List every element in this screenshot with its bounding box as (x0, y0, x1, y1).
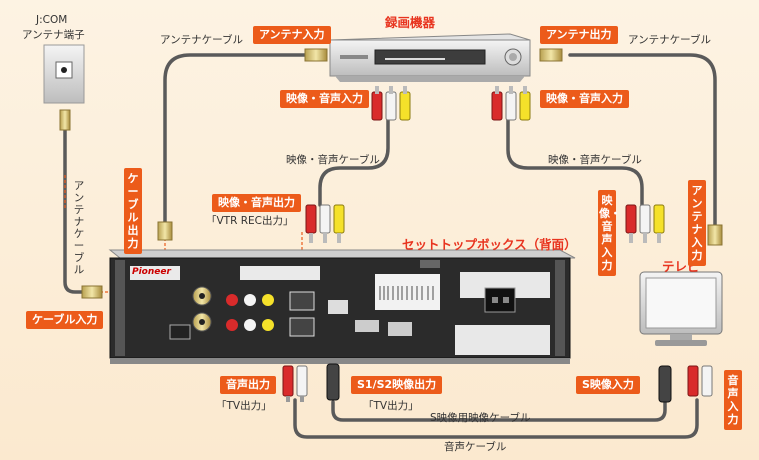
rca-plugs-stb (305, 204, 345, 243)
s-video-out-label: S1/S2映像出力 (351, 376, 443, 394)
cable-out-label: ケーブル出力 (124, 168, 142, 254)
s-video-in-label: S映像入力 (576, 376, 640, 394)
wall-terminal (43, 44, 85, 131)
jcom-label-line2: アンテナ端子 (22, 29, 85, 41)
recorder-illustration (304, 33, 563, 82)
tv-out-mid-label: 「TV出力」 (363, 400, 419, 412)
stb-title: セットトップボックス（背面） (402, 237, 577, 252)
stb-illustration (108, 249, 576, 364)
tv-illustration (639, 271, 723, 346)
rca-plugs-recorder-left (371, 86, 411, 121)
av-in-tv-label: 映像・音声入力 (598, 190, 621, 276)
antenna-cable-right-label: アンテナケーブル (628, 34, 711, 46)
antenna-cable-vertical-label: アンテナケーブル (73, 180, 85, 276)
audio-in-label: 音声入力 (724, 370, 742, 430)
antenna-out-label: アンテナ出力 (540, 26, 618, 44)
audio-cable-label: 音声ケーブル (444, 441, 507, 453)
av-in-left-label: 映像・音声入力 (280, 90, 369, 108)
cable-in-label: ケーブル入力 (26, 311, 104, 329)
audio-out-label: 音声出力 (220, 376, 276, 394)
antenna-cable-left-label: アンテナケーブル (160, 34, 243, 46)
rca-plugs-tv (625, 204, 665, 243)
tv-out-left-label: 「TV出力」 (216, 400, 272, 412)
antenna-in-label: アンテナ入力 (253, 26, 331, 44)
cables (63, 53, 717, 439)
recorder-title: 録画機器 (385, 15, 436, 30)
av-cable-left-label: 映像・音声ケーブル (286, 154, 380, 166)
jcom-label-line1: J:COM (36, 14, 68, 26)
av-in-right-label: 映像・音声入力 (540, 90, 629, 108)
av-cable-right-label: 映像・音声ケーブル (548, 154, 642, 166)
s-video-cable-label: S映像用映像ケーブル (430, 412, 531, 424)
brand-logo: Pioneer (132, 267, 171, 277)
av-out-label: 映像・音声出力 (212, 194, 301, 212)
vtr-rec-out-label: 「VTR REC出力」 (206, 215, 294, 227)
bottom-plugs-right (658, 365, 713, 403)
antenna-in-tv-label: アンテナ入力 (688, 180, 706, 266)
bottom-plugs-left (282, 363, 340, 402)
rca-plugs-recorder-right (491, 86, 531, 121)
